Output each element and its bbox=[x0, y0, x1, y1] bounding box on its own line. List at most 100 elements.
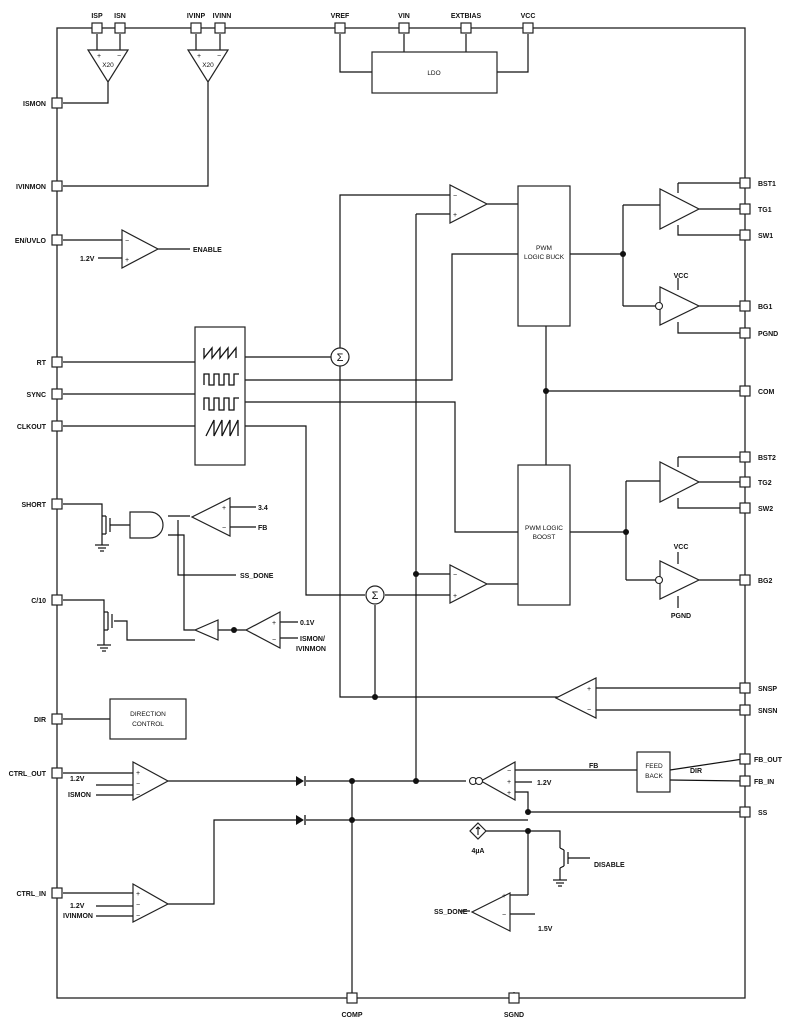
ctrl-out-diode bbox=[296, 776, 304, 786]
ss-done-label: SS_DONE bbox=[434, 909, 468, 916]
wires bbox=[63, 34, 744, 998]
pwm-buck-label-2: LOGIC BUCK bbox=[524, 254, 565, 261]
label-isn: ISN bbox=[114, 13, 126, 20]
label-vin: VIN bbox=[398, 13, 410, 20]
bg2-driver bbox=[659, 560, 701, 600]
svg-text:+: + bbox=[97, 53, 101, 60]
polarity-signs: +− +− −+ −+ −+ +− +− +− +−− +−− −++ +− bbox=[97, 53, 591, 920]
label-rt: RT bbox=[37, 360, 47, 367]
label-pgnd: PGND bbox=[758, 331, 778, 338]
ground-symbols bbox=[95, 544, 567, 887]
sigma-2-label: Σ bbox=[372, 590, 379, 602]
pin-fb-in bbox=[739, 775, 751, 787]
pin-ss bbox=[739, 806, 751, 818]
pin-short bbox=[51, 498, 63, 510]
pin-tg2 bbox=[739, 476, 751, 488]
pin-ctrl-out bbox=[51, 767, 63, 779]
svg-text:−: − bbox=[502, 912, 506, 919]
label-ctrl-in: CTRL_IN bbox=[16, 891, 46, 898]
label-extbias: EXTBIAS bbox=[451, 13, 482, 20]
label-ivinp: IVINP bbox=[187, 13, 206, 20]
pwm-boost-block bbox=[517, 464, 571, 606]
short-mosfet bbox=[102, 515, 111, 535]
bg2-inversion-bubble bbox=[654, 575, 664, 585]
error-amp-bubble-2 bbox=[474, 776, 484, 786]
label-ivinn: IVINN bbox=[213, 13, 232, 20]
error-amp bbox=[479, 760, 516, 802]
ivin-sense-amp bbox=[186, 49, 230, 84]
v12-en-label: 1.2V bbox=[80, 256, 95, 263]
ctrl-in-amp bbox=[132, 882, 170, 923]
disable-mosfet bbox=[559, 847, 590, 869]
label-comp: COMP bbox=[342, 1012, 363, 1019]
label-bg1: BG1 bbox=[758, 304, 773, 311]
pin-isn bbox=[114, 22, 126, 34]
label-tg2: TG2 bbox=[758, 480, 772, 487]
tg2-driver bbox=[659, 461, 701, 503]
pin-tg1 bbox=[739, 203, 751, 215]
direction-label-2: CONTROL bbox=[132, 721, 164, 728]
pin-labels: ISP ISN IVINP IVINN VREF VIN EXTBIAS VCC… bbox=[9, 13, 783, 1019]
c10-comparator bbox=[244, 611, 281, 649]
svg-text:+: + bbox=[272, 620, 276, 627]
svg-text:+: + bbox=[125, 257, 129, 264]
label-short: SHORT bbox=[22, 502, 47, 509]
sense-amp bbox=[554, 677, 597, 719]
c10-mosfet bbox=[104, 611, 113, 631]
pin-ivinp bbox=[190, 22, 202, 34]
bg1-inversion-bubble bbox=[654, 301, 664, 311]
ss-source-label: 4µA bbox=[472, 848, 485, 855]
boost-comparator bbox=[449, 564, 489, 604]
ismon-ctrl-out-label: ISMON bbox=[68, 792, 91, 799]
pwm-boost-label-1: PWM LOGIC bbox=[525, 525, 563, 532]
ss-done-short-label: SS_DONE bbox=[240, 573, 274, 580]
svg-text:+: + bbox=[587, 686, 591, 693]
pin-enuvlo bbox=[51, 234, 63, 246]
svg-text:−: − bbox=[587, 707, 591, 714]
label-isp: ISP bbox=[91, 13, 103, 20]
disable-label: DISABLE bbox=[594, 862, 625, 869]
svg-text:+: + bbox=[453, 212, 457, 219]
vcc-buck-label: VCC bbox=[674, 273, 689, 280]
svg-text:+: + bbox=[136, 891, 140, 898]
feedback-label-1: FEED bbox=[645, 763, 663, 770]
svg-text:−: − bbox=[272, 637, 276, 644]
pin-ctrl-in bbox=[51, 887, 63, 899]
svg-text:+: + bbox=[136, 770, 140, 777]
svg-text:−: − bbox=[453, 193, 457, 200]
pin-rt bbox=[51, 356, 63, 368]
svg-text:+: + bbox=[502, 893, 506, 900]
ismon-ivinmon-label-1: ISMON/ bbox=[300, 636, 325, 643]
pwm-boost-label-2: BOOST bbox=[533, 534, 556, 541]
pin-ivinmon bbox=[51, 180, 63, 192]
pins bbox=[51, 22, 751, 1004]
label-c10: C/10 bbox=[31, 598, 46, 605]
label-clkout: CLKOUT bbox=[17, 424, 47, 431]
label-sync: SYNC bbox=[27, 392, 46, 399]
pin-vcc bbox=[522, 22, 534, 34]
block-labels: LDO PWM LOGIC BUCK PWM LOGIC BOOST DIREC… bbox=[130, 70, 663, 780]
ismon-ivinmon-label-2: IVINMON bbox=[296, 646, 326, 653]
svg-text:−: − bbox=[136, 792, 140, 799]
label-ctrl-out: CTRL_OUT bbox=[9, 771, 47, 778]
amplifiers bbox=[86, 49, 701, 932]
ctrl-out-amp bbox=[132, 760, 170, 802]
chip-outline bbox=[56, 27, 746, 999]
svg-text:−: − bbox=[136, 902, 140, 909]
pin-snsn bbox=[739, 704, 751, 716]
v12-ctrl-in-label: 1.2V bbox=[70, 903, 85, 910]
ctrl-in-diode bbox=[296, 815, 304, 825]
gain-ivin-label: X20 bbox=[202, 62, 214, 69]
feedback-block bbox=[636, 751, 671, 793]
sigma-summer-1 bbox=[330, 347, 350, 367]
svg-text:−: − bbox=[217, 53, 221, 60]
label-snsn: SNSN bbox=[758, 708, 777, 715]
pin-vref bbox=[334, 22, 346, 34]
svg-text:−: − bbox=[136, 913, 140, 920]
junctions bbox=[231, 251, 629, 834]
ss-done-comparator bbox=[470, 892, 511, 932]
v34-label: 3.4 bbox=[258, 505, 268, 512]
short-and-gate bbox=[129, 511, 164, 539]
pin-bst2 bbox=[739, 451, 751, 463]
pin-vin bbox=[398, 22, 410, 34]
